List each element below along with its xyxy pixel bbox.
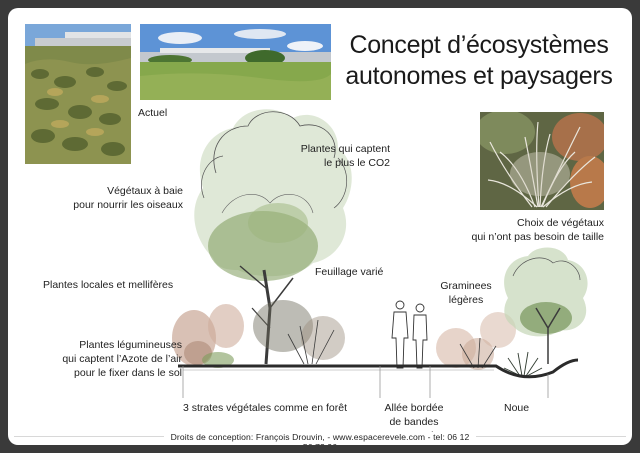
label-three-strata: 3 strates végétales comme en forêt bbox=[183, 402, 347, 414]
label-current: Actuel bbox=[138, 107, 168, 119]
swale-plant bbox=[503, 351, 543, 377]
photo-current-lawn bbox=[140, 24, 331, 100]
label-legumes-line-2: qui captent l’Azote de l’air bbox=[62, 353, 182, 365]
tree-trunk bbox=[239, 265, 294, 365]
label-grasses: Graminees légères bbox=[428, 279, 504, 307]
label-co2-plants-line-2: le plus le CO2 bbox=[324, 157, 390, 169]
poster-sheet: Concept d’écosystèmes autonomes et paysa… bbox=[8, 8, 632, 445]
label-legumes: Plantes légumineuses qui captent l’Azote… bbox=[22, 338, 182, 380]
label-co2-plants-line-1: Plantes qui captent bbox=[300, 143, 390, 155]
photo-grasses bbox=[480, 112, 604, 210]
ground-line bbox=[178, 358, 579, 398]
label-co2-plants: Plantes qui captent le plus le CO2 bbox=[278, 142, 390, 170]
low-green-shrub bbox=[202, 352, 234, 368]
right-shrubs bbox=[436, 312, 516, 370]
label-swale: Noue bbox=[504, 402, 530, 414]
landscape-sketch bbox=[172, 109, 588, 398]
title-line-1: Concept d’écosystèmes bbox=[349, 31, 609, 59]
page-title: Concept d’écosystèmes autonomes et paysa… bbox=[334, 30, 624, 92]
label-grasses-line-2: légères bbox=[448, 294, 484, 306]
label-varied-foliage: Feuillage varié bbox=[315, 266, 384, 278]
mid-shrub bbox=[253, 300, 345, 365]
label-local-plants: Plantes locales et mellifères bbox=[43, 279, 174, 291]
title-line-2: autonomes et paysagers bbox=[345, 62, 613, 90]
label-no-pruning-line-1: Choix de végétaux bbox=[517, 217, 604, 229]
photo-planted-hill bbox=[25, 24, 131, 164]
right-tree bbox=[504, 247, 588, 364]
label-berry-plants-line-2: pour nourrir les oiseaux bbox=[73, 199, 183, 211]
people-figures bbox=[391, 300, 428, 369]
large-tree-canopy bbox=[194, 109, 352, 281]
label-berry-plants: Végétaux à baie pour nourrir les oiseaux bbox=[68, 184, 183, 212]
label-no-pruning-line-2: qui n’ont pas besoin de taille bbox=[471, 231, 604, 243]
footer-credits: Droits de conception: François Drouvin, … bbox=[164, 432, 476, 445]
label-berry-plants-line-1: Végétaux à baie bbox=[107, 185, 183, 197]
label-no-pruning: Choix de végétaux qui n’ont pas besoin d… bbox=[456, 216, 604, 244]
label-legumes-line-1: Plantes légumineuses bbox=[79, 339, 182, 351]
label-path-line-1: Allée bordée bbox=[384, 402, 444, 414]
label-legumes-line-3: pour le fixer dans le sol bbox=[74, 367, 182, 379]
label-grasses-line-1: Graminees bbox=[440, 280, 492, 292]
left-shrubs bbox=[172, 304, 244, 366]
